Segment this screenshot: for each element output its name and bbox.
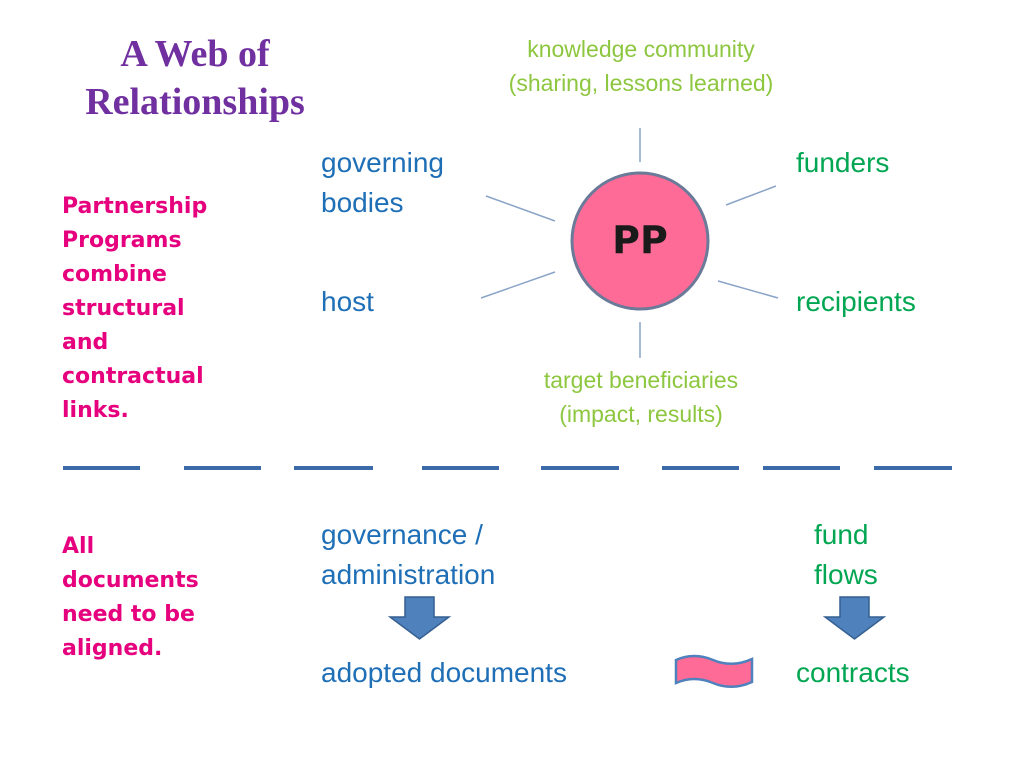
governance-line-2: administration [321, 559, 496, 590]
pp-hub-circle [570, 171, 710, 311]
funders-label: funders [796, 147, 890, 178]
title-line-1: A Web of [120, 33, 270, 75]
spoke-line-funders [725, 185, 777, 206]
page-title: A Web of Relationships [30, 30, 360, 126]
governing-bodies-label: governing bodies [321, 143, 444, 223]
target-beneficiaries-label: target beneficiaries (impact, results) [490, 363, 792, 431]
fund-flows-label: fund flows [814, 515, 878, 595]
down-arrow-icon [387, 596, 452, 640]
adopted-documents-label: adopted documents [321, 657, 567, 688]
spoke-line-governing [485, 195, 556, 222]
contracts-label: contracts [796, 657, 910, 688]
partnership-note-line: Programs [62, 228, 182, 253]
governance-line-1: governance / [321, 519, 483, 550]
target-beneficiaries-line-2: (impact, results) [559, 401, 723, 427]
documents-note-line: documents [62, 568, 199, 593]
documents-note: All documents need to be aligned. [62, 530, 262, 666]
knowledge-community-line-2: (sharing, lessons learned) [508, 70, 774, 96]
pp-hub-label: PP [612, 218, 668, 262]
fund-flows-line-2: flows [814, 559, 878, 590]
documents-note-line: need to be [62, 602, 195, 627]
partnership-note-line: contractual [62, 364, 204, 389]
documents-note-line: aligned. [62, 636, 163, 661]
knowledge-community-label: knowledge community (sharing, lessons le… [460, 32, 822, 100]
spoke-line-recipients [717, 280, 779, 299]
governing-bodies-line-1: governing [321, 147, 444, 178]
spoke-line-host [480, 271, 556, 299]
partnership-note-line: links. [62, 398, 129, 423]
governance-administration-label: governance / administration [321, 515, 495, 595]
fund-flows-line-1: fund [814, 519, 869, 550]
host-label: host [321, 286, 374, 317]
partnership-note-line: Partnership [62, 194, 208, 219]
partnership-note-line: structural [62, 296, 185, 321]
alignment-connector-shape [674, 654, 754, 688]
down-arrow-icon [822, 596, 887, 640]
governing-bodies-line-2: bodies [321, 187, 404, 218]
title-line-2: Relationships [85, 81, 305, 123]
documents-note-line: All [62, 534, 95, 559]
target-beneficiaries-line-1: target beneficiaries [543, 367, 739, 393]
recipients-label: recipients [796, 286, 916, 317]
partnership-note-line: combine [62, 262, 167, 287]
partnership-note: Partnership Programs combine structural … [62, 190, 262, 428]
partnership-note-line: and [62, 330, 109, 355]
knowledge-community-line-1: knowledge community [527, 36, 755, 62]
